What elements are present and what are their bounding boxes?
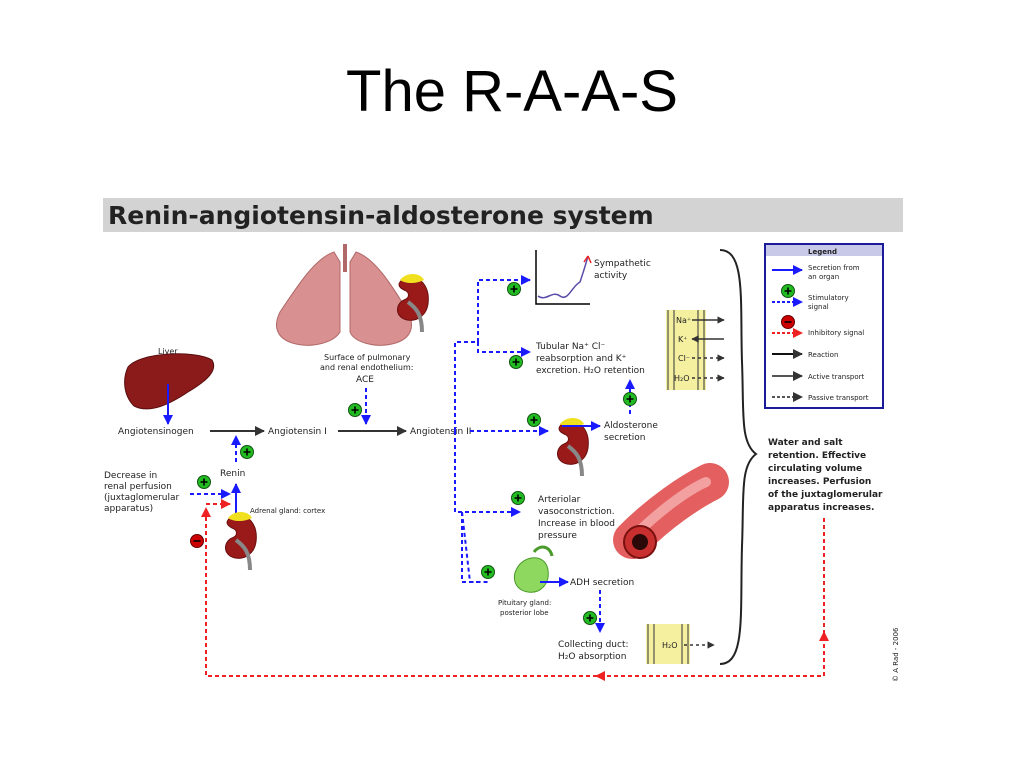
decrease-label-1: Decrease in — [104, 471, 157, 481]
tubular-label-3: excretion. H₂O retention — [536, 366, 645, 376]
ace-surface-label-2: and renal endothelium: — [320, 363, 413, 372]
inhibitory-minus-badge — [189, 533, 205, 549]
arteriolar-plus-badge — [510, 490, 526, 506]
sympathetic-label-2: activity — [594, 271, 628, 281]
renin-label: Renin — [220, 469, 245, 479]
ion-na: Na⁺ — [676, 316, 691, 325]
legend-passive: Passive transport — [808, 394, 869, 402]
arteriolar-label-2: vasoconstriction. — [538, 507, 615, 517]
duct-membrane-lines — [647, 624, 689, 664]
legend-stimulatory-2: signal — [808, 303, 829, 311]
liver-label: Liver — [158, 347, 178, 356]
arteriolar-label-1: Arteriolar — [538, 495, 581, 505]
liver-icon — [124, 353, 215, 410]
raas-diagram: Renin-angiotensin-aldosterone system Liv… — [103, 198, 903, 682]
adh-plus-badge — [480, 564, 496, 580]
duct-plus-badge — [582, 610, 598, 626]
summary-brace — [719, 249, 758, 665]
decrease-label-2: renal perfusion — [104, 482, 172, 492]
fanout-lines — [454, 275, 549, 583]
tubular-label-1: Tubular Na⁺ Cl⁻ — [535, 342, 605, 352]
result-line-1: Water and salt — [768, 438, 843, 448]
legend-active: Active transport — [808, 373, 864, 381]
ace-label: ACE — [356, 375, 374, 385]
duct-h2o: H₂O — [662, 641, 678, 650]
kidney-left-icon — [223, 510, 259, 572]
result-line-2: retention. Effective — [768, 451, 866, 461]
aldo-label-1: Aldosterone — [604, 421, 658, 431]
arteriolar-label-3: Increase in blood — [538, 519, 615, 529]
duct-membrane — [646, 624, 690, 664]
legend-minus-icon — [780, 314, 796, 330]
legend-plus-icon — [780, 283, 796, 299]
legend-stimulatory-1: Stimulatory — [808, 294, 849, 302]
angiotensin-i-label: Angiotensin I — [268, 427, 327, 437]
perfusion-plus-badge — [196, 474, 212, 490]
pituitary-label-2: posterior lobe — [500, 609, 549, 617]
decrease-label-3: (juxtaglomerular — [104, 493, 180, 503]
legend-secretion-1: Secretion from — [808, 264, 860, 272]
lungs-icon — [276, 251, 412, 346]
angiotensinogen-label: Angiotensinogen — [118, 427, 194, 437]
arteriolar-label-4: pressure — [538, 531, 577, 541]
legend-reaction: Reaction — [808, 351, 838, 359]
renin-plus-badge — [239, 444, 255, 460]
membrane-lines — [667, 310, 705, 390]
legend: Legend Secretion from an organ Stimulato… — [764, 243, 884, 409]
pituitary-label-1: Pituitary gland: — [498, 599, 551, 607]
aldo-label-2: secretion — [604, 433, 645, 443]
result-line-6: apparatus increases. — [768, 503, 874, 513]
ion-h2o: H₂O — [674, 374, 690, 383]
blood-vessel-icon — [613, 463, 729, 559]
ace-surface-label-1: Surface of pulmonary — [324, 353, 411, 362]
slide-title: The R-A-A-S — [346, 59, 678, 124]
tubular-label-2: reabsorption and K⁺ — [536, 354, 627, 364]
title-banner — [103, 198, 903, 232]
sympathetic-plus-badge — [506, 281, 522, 297]
sympathetic-graph — [535, 250, 592, 305]
sympathetic-label-1: Sympathetic — [594, 259, 651, 269]
ace-plus-badge — [347, 402, 363, 418]
inhibitory-feedback-loop — [201, 507, 825, 677]
adh-label: ADH secretion — [570, 578, 634, 588]
result-line-4: increases. Perfusion — [768, 477, 871, 487]
banner-title: Renin-angiotensin-aldosterone system — [108, 201, 654, 230]
ion-membrane — [666, 310, 706, 390]
ion-k: K⁺ — [678, 335, 687, 344]
legend-title: Legend — [808, 248, 837, 256]
collecting-label-1: Collecting duct: — [558, 640, 629, 650]
result-line-5: of the juxtaglomerular — [768, 490, 883, 500]
legend-inhibitory: Inhibitory signal — [808, 329, 864, 337]
ion-cl: Cl⁻ — [678, 354, 690, 363]
angiotensin-ii-label: Angiotensin II — [410, 427, 471, 437]
adrenal-cortex-label: Adrenal gland: cortex — [250, 507, 325, 515]
result-line-3: circulating volume — [768, 464, 862, 474]
aldo-plus-badge — [526, 412, 542, 428]
decrease-label-4: apparatus) — [104, 504, 153, 514]
aldo-tubular-plus-badge — [622, 391, 638, 407]
pituitary-lobe — [532, 545, 554, 557]
tubular-plus-badge — [508, 354, 524, 370]
pituitary-icon — [513, 557, 549, 593]
copyright-text: © A Rad - 2006 — [892, 627, 900, 682]
collecting-label-2: H₂O absorption — [558, 652, 626, 662]
legend-secretion-2: an organ — [808, 273, 839, 281]
